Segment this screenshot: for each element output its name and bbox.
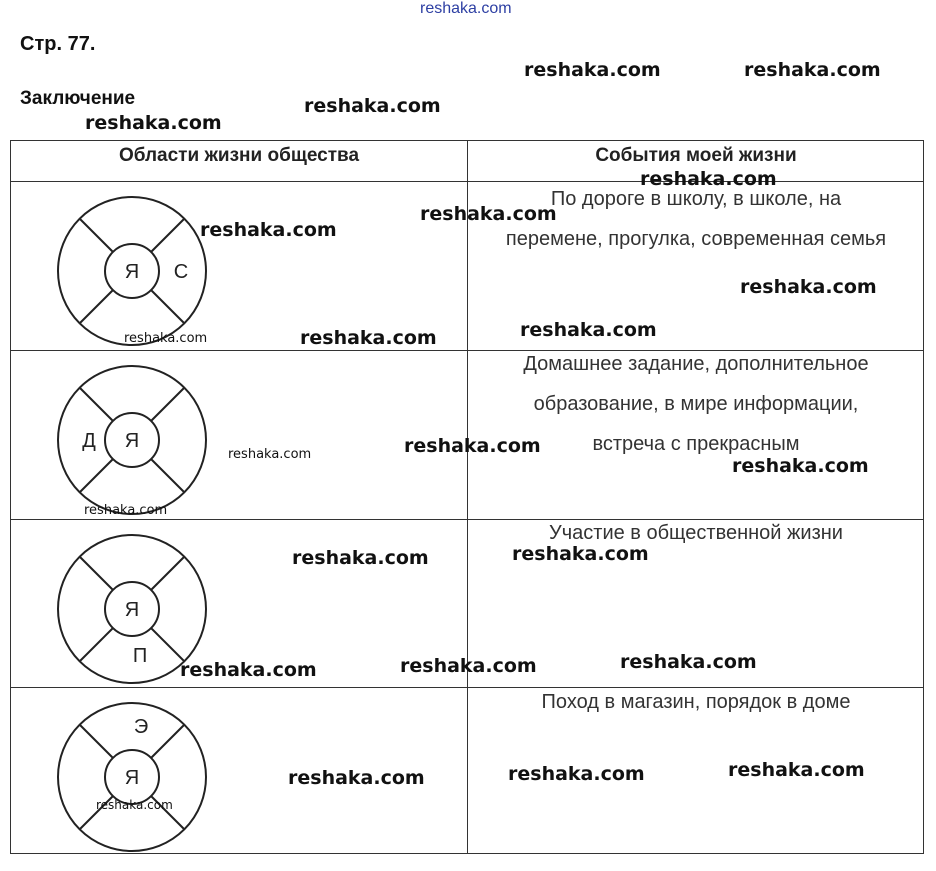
wheel-center-label: Я [125,767,139,789]
watermark: reshaka.com [524,59,661,81]
watermark: reshaka.com [96,798,173,812]
watermark: reshaka.com [744,59,881,81]
events-cell: Домашнее задание, дополнительное образов… [469,344,923,464]
watermark: reshaka.com [740,276,877,298]
watermark: reshaka.com [288,767,425,789]
wheel-center-label: Я [125,599,139,621]
watermark: reshaka.com [728,759,865,781]
watermark: reshaka.com [85,112,222,134]
watermark: reshaka.com [404,435,541,457]
header-events: События моей жизни [595,145,797,166]
wheel-sector-label: П [133,645,147,667]
watermark: reshaka.com [304,95,441,117]
watermark: reshaka.com [420,203,557,225]
watermark: reshaka.com [180,659,317,681]
watermark: reshaka.com [508,763,645,785]
watermark: reshaka.com [620,651,757,673]
row-divider [11,350,923,351]
society-wheel: Я Д [57,365,207,515]
inner-circle [104,243,160,299]
column-divider [467,141,468,853]
section-heading: Заключение [20,88,136,109]
watermark: reshaka.com [520,319,657,341]
events-cell: По дороге в школу, в школе, на перемене,… [469,179,923,259]
row-divider [11,519,923,520]
watermark: reshaka.com [200,219,337,241]
wheel-sector-label: Д [82,430,96,452]
society-wheel: Я П [57,534,207,684]
outer-circle [57,196,207,346]
event-line: перемене, прогулка, современная семья [505,228,887,250]
watermark: reshaka.com [124,331,208,346]
inner-circle [104,581,160,637]
watermark: reshaka.com [292,547,429,569]
watermark: reshaka.com [640,168,777,190]
watermark: reshaka.com [400,655,537,677]
header-areas: Области жизни общества [118,145,360,166]
areas-events-table: Области жизни общества События моей жизн… [10,140,924,854]
row-divider [11,181,923,182]
watermark: reshaka.com [228,447,312,462]
watermark: reshaka.com [300,327,437,349]
wheel-center-label: Я [125,261,139,283]
outer-circle [57,365,207,515]
event-line: встреча с прекрасным [592,433,800,455]
page-heading: Стр. 77. [20,33,96,55]
row-divider [11,687,923,688]
inner-circle [104,412,160,468]
watermark: reshaka.com [732,455,869,477]
events-cell: Поход в магазин, порядок в доме [469,682,923,722]
wheel-sector-label: С [174,261,188,283]
society-wheel: Я С [57,196,207,346]
outer-circle [57,702,207,852]
top-watermark: reshaka.com [420,0,512,17]
event-line: Поход в магазин, порядок в доме [541,691,851,713]
event-line: образование, в мире информации, [533,393,859,415]
outer-circle [57,534,207,684]
wheel-sector-label: Э [134,716,148,738]
inner-circle [104,749,160,805]
event-line: Домашнее задание, дополнительное [523,353,869,375]
event-line: Участие в общественной жизни [549,522,843,544]
watermark: reshaka.com [84,503,168,518]
event-line: По дороге в школу, в школе, на [550,188,842,210]
watermark: reshaka.com [512,543,649,565]
events-cell: Участие в общественной жизни [469,513,923,553]
society-wheel: Я Э [57,702,207,852]
wheel-center-label: Я [125,430,139,452]
